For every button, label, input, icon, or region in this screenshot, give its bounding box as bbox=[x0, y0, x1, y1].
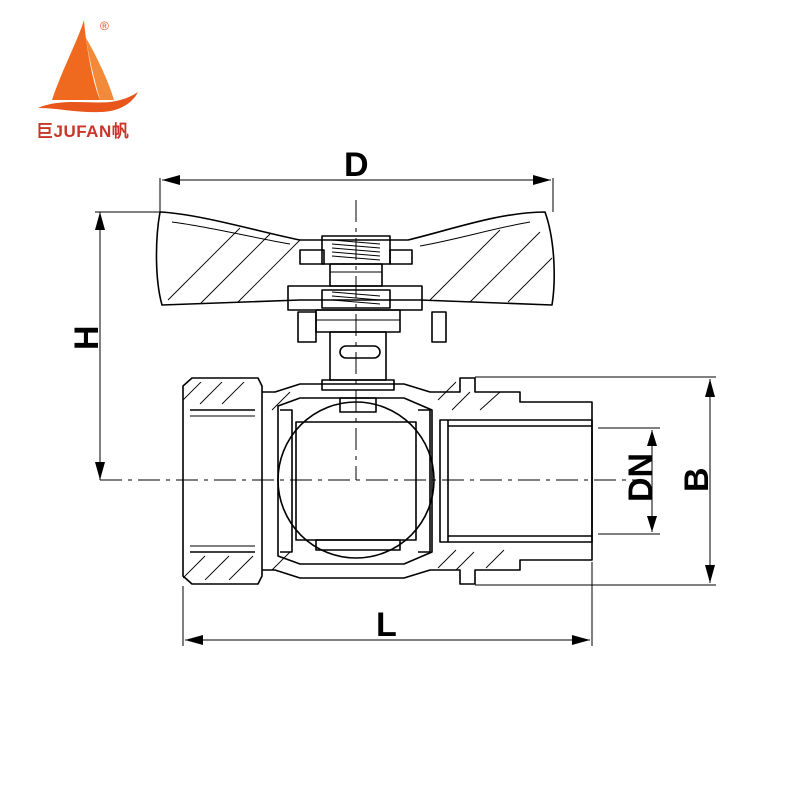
valve-handle bbox=[155, 211, 555, 306]
dimension-dn: DN bbox=[598, 427, 660, 535]
handle-nut bbox=[287, 235, 423, 311]
valve-stem bbox=[297, 309, 447, 391]
dimension-d-label: D bbox=[344, 146, 369, 184]
logo-wordmark: 巨JUFAN帆 bbox=[36, 121, 129, 141]
registered-mark: ® bbox=[100, 19, 109, 33]
dimension-b: B bbox=[475, 376, 716, 586]
dimension-l-label: L bbox=[376, 606, 397, 644]
logo-sail-small-icon bbox=[86, 38, 114, 100]
dimension-h-label: H bbox=[68, 325, 106, 350]
dimension-dn-label: DN bbox=[622, 453, 660, 502]
dimension-l: L bbox=[182, 562, 593, 646]
dimension-h: H bbox=[68, 211, 165, 480]
brand-logo: ® 巨JUFAN帆 bbox=[36, 19, 138, 141]
valve-body bbox=[182, 377, 593, 585]
logo-sail-icon bbox=[52, 20, 100, 100]
dimension-d: D bbox=[159, 146, 554, 212]
dimension-b-label: B bbox=[678, 467, 716, 492]
logo-wave-icon bbox=[38, 92, 138, 113]
